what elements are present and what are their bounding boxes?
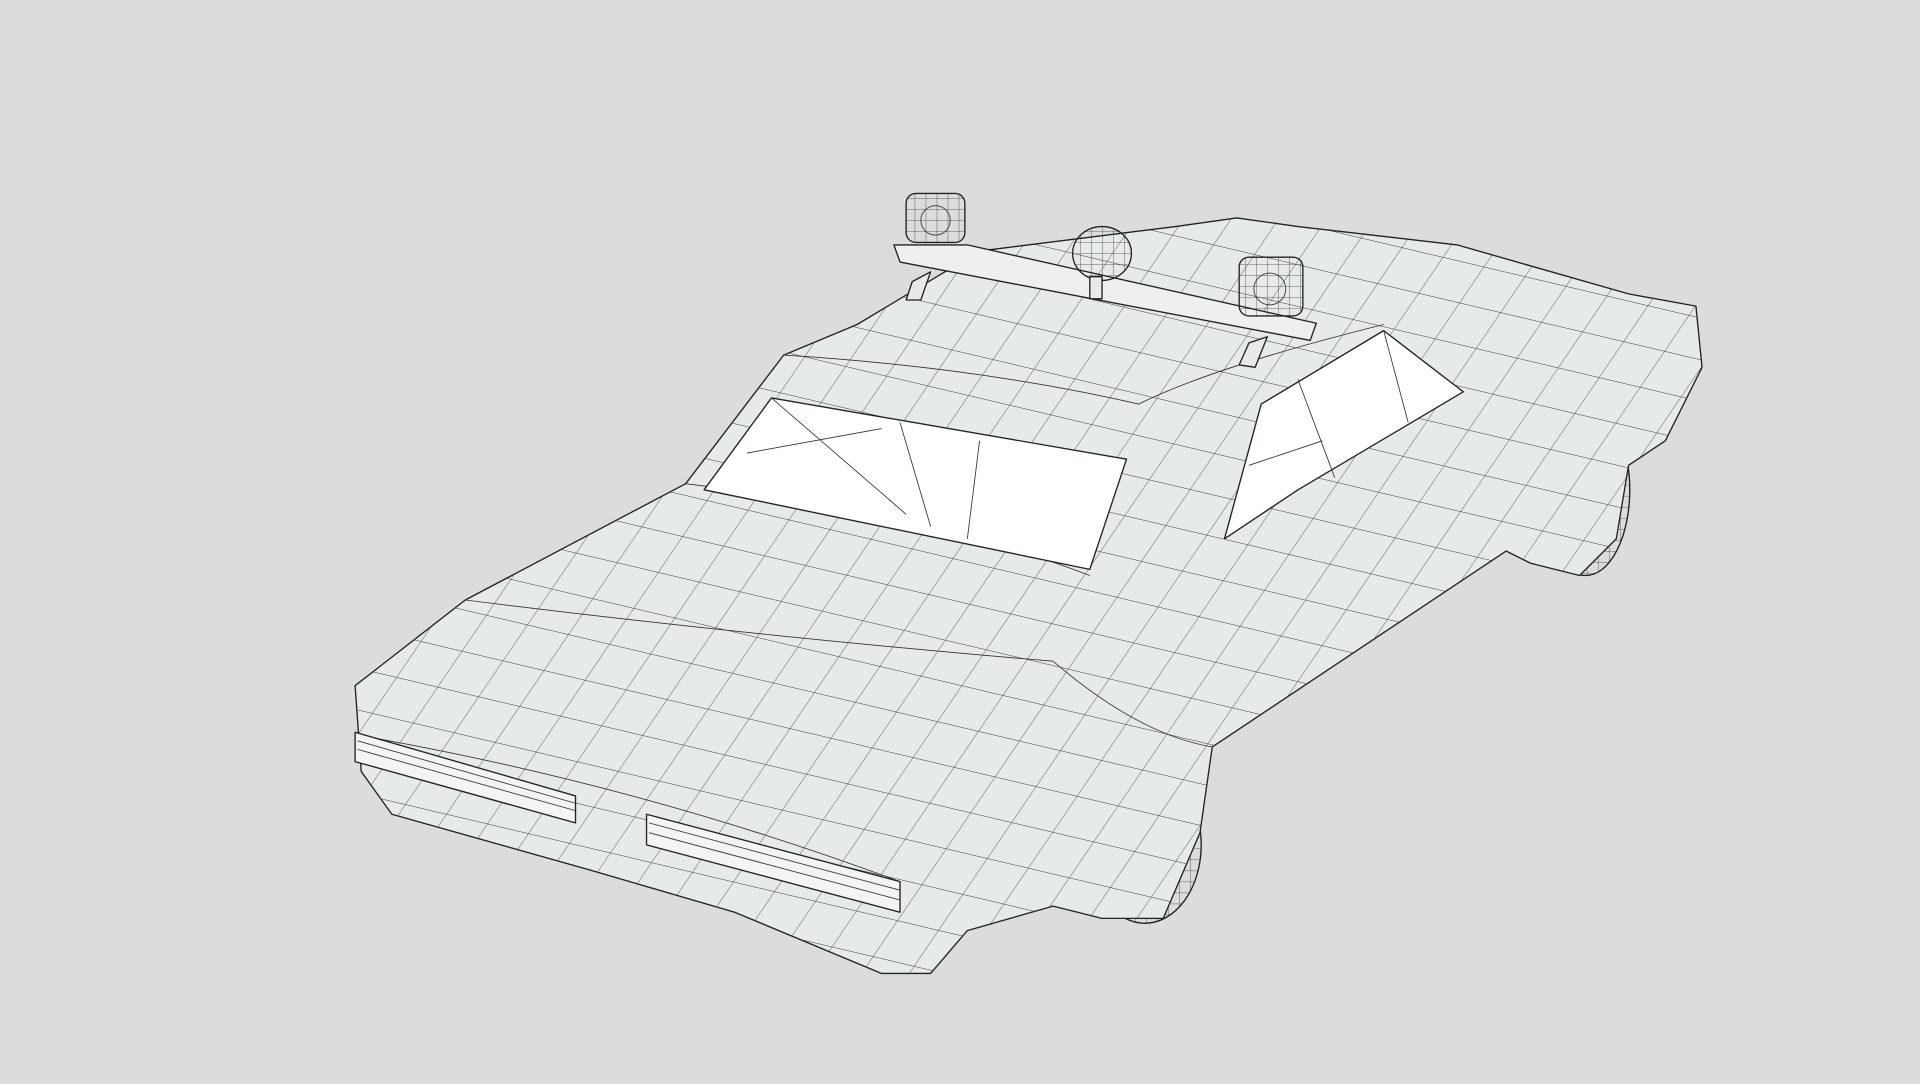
right-taillight [645, 813, 901, 913]
rear-window [703, 397, 1128, 571]
beacon-right [1238, 256, 1304, 317]
car-body [354, 217, 1703, 975]
beacon-left [905, 192, 966, 244]
spotlight [1071, 225, 1133, 300]
light-bar [893, 244, 1317, 369]
left-taillight [354, 731, 577, 824]
side-window [1223, 329, 1464, 540]
